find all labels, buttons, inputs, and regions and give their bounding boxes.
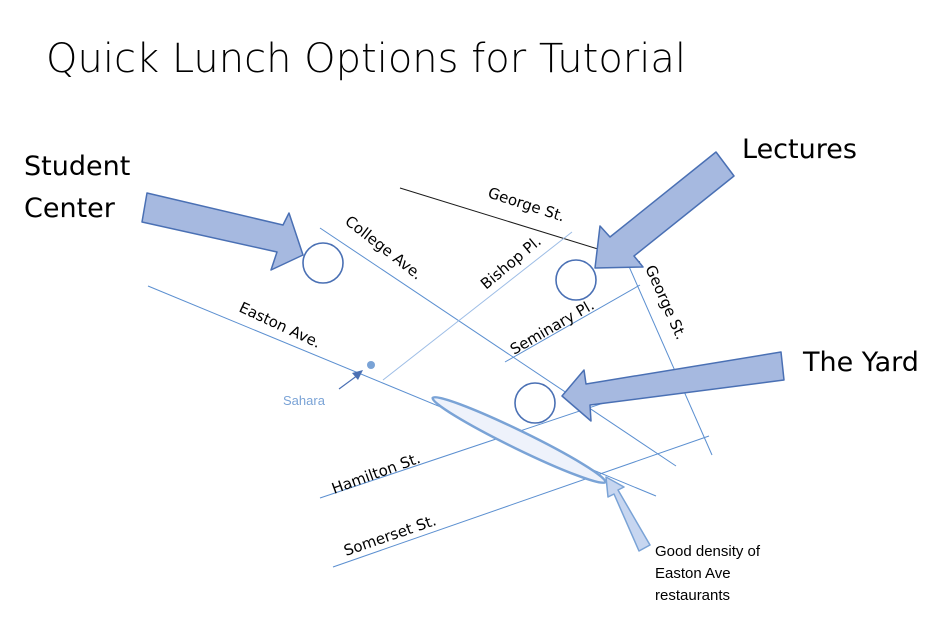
lectures-arrow [594, 151, 735, 269]
student-center-marker [302, 242, 344, 284]
the-yard-marker [514, 382, 556, 424]
easton-ave-restaurants-ellipse [431, 395, 607, 485]
annotation-text: Good density of Easton Ave restaurants [655, 541, 760, 607]
sahara-label: Sahara [283, 393, 326, 408]
sahara-pointer-head [352, 370, 363, 380]
annotation-line2: Easton Ave [655, 565, 731, 582]
hamilton-st-label: Hamilton St. [329, 449, 422, 498]
the-yard-arrow [561, 351, 785, 422]
student-center-label: Student Center [24, 146, 130, 230]
george-st-right-label: George St. [641, 262, 690, 342]
sahara-pointer-line [338, 374, 359, 390]
seminary-pl-label: Seminary Pl. [507, 296, 597, 359]
bishop-pl-label: Bishop Pl. [477, 232, 545, 293]
student-center-arrow [141, 192, 304, 271]
somerset-st-line [332, 435, 710, 568]
george-st-right-line [619, 245, 713, 456]
lectures-label: Lectures [742, 134, 857, 165]
the-yard-label: The Yard [803, 347, 919, 378]
easton-ave-label: Easton Ave. [236, 298, 323, 352]
annotation-line1: Good density of [655, 543, 761, 560]
sahara-marker [367, 361, 375, 369]
annotation-arrow [605, 476, 651, 552]
annotation-line3: restaurants [655, 587, 731, 604]
bishop-pl-line [382, 231, 573, 381]
student-center-label-line1: Student [24, 151, 131, 182]
student-center-label-line2: Center [24, 193, 115, 224]
college-ave-line [319, 227, 677, 467]
george-st-top-label: George St. [486, 184, 567, 226]
slide-title: Quick Lunch Options for Tutorial [46, 36, 686, 82]
seminary-pl-line [504, 284, 641, 363]
college-ave-label: College Ave. [342, 212, 426, 283]
lectures-marker [555, 259, 597, 301]
